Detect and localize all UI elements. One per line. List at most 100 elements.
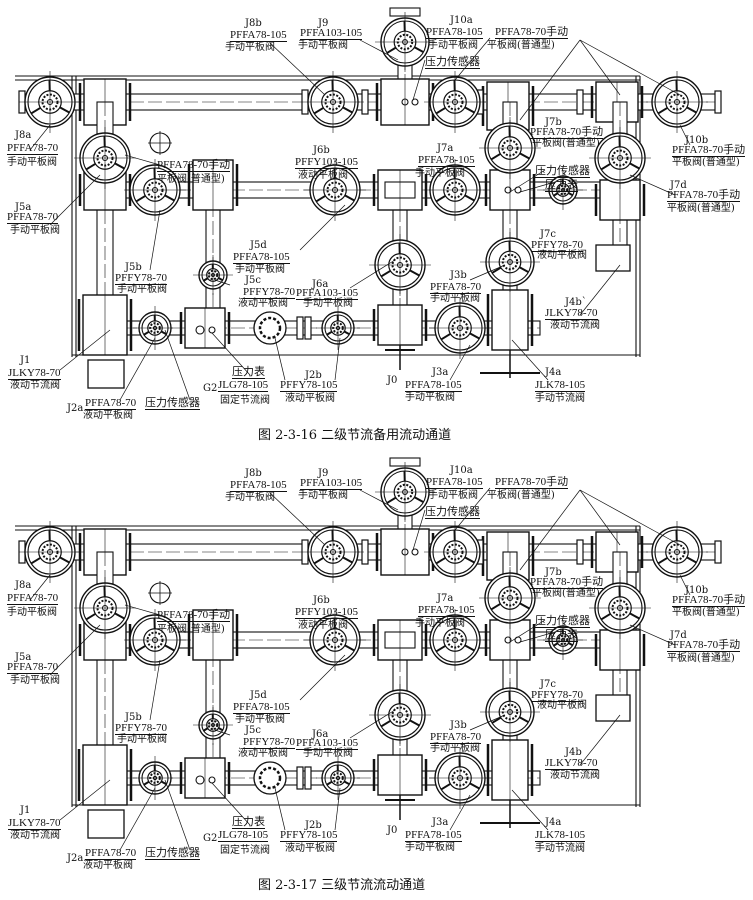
callout-label: J2a xyxy=(67,403,84,414)
callout-label: J0 xyxy=(387,375,398,386)
callout-label: PFFA78-70手动 xyxy=(672,594,746,607)
leader-line xyxy=(119,337,156,401)
flange xyxy=(304,766,312,790)
valve-j8a-spoke xyxy=(30,556,42,565)
callout-label: JLG78-105 xyxy=(218,379,269,392)
callout-label: 手动平板阀 xyxy=(428,490,478,501)
callout-label: 手动平板阀 xyxy=(405,392,455,403)
callout-label: 液动节流阀 xyxy=(550,320,600,331)
callout-label: J3a xyxy=(432,367,449,378)
leader-line xyxy=(679,124,691,146)
callout-label: 手动平板阀 xyxy=(298,490,348,501)
valve-j10b-spoke xyxy=(657,106,669,115)
callout-label: 手动平板阀 xyxy=(430,293,480,304)
callout-label: J4a xyxy=(545,817,562,828)
callout-label: 手动平板阀 xyxy=(235,264,285,275)
pressure-gauge-port xyxy=(195,325,205,335)
leader-line xyxy=(359,489,399,511)
leader-line xyxy=(59,329,111,371)
valve-j8a-spoke xyxy=(30,106,42,115)
callout-label: 压力传感器 xyxy=(425,506,480,519)
leader-line xyxy=(509,619,546,643)
valve-j7d-spoke xyxy=(628,161,640,170)
callout-label: 手动平板阀 xyxy=(10,675,60,686)
leader-line xyxy=(49,624,101,676)
callout-label: JLKY78-70 xyxy=(545,307,598,320)
valve-j10b-spoke xyxy=(685,555,697,564)
callout-label: 平板阀(普通型) xyxy=(667,203,735,214)
valve-j3a-spoke xyxy=(468,331,480,340)
callout-label: J10b xyxy=(685,585,709,596)
leader-line xyxy=(214,279,231,286)
callout-label: J8b xyxy=(245,18,262,29)
callout-label: 手动节流阀 xyxy=(535,843,585,854)
valve-j9-spoke xyxy=(412,45,424,53)
callout-label: PFFA78-70手动 xyxy=(667,189,741,202)
pressure-sensor-port xyxy=(411,98,419,106)
callout-label: PFFA78-105 xyxy=(405,829,462,842)
callout-label: PFFA78-70手动 xyxy=(672,144,746,157)
valve-j5a-spoke xyxy=(113,611,125,620)
callout-label: PFFA78-70 xyxy=(430,281,482,294)
valve-j8b-spoke xyxy=(341,105,353,114)
callout-label: PFFA78-105 xyxy=(230,29,287,42)
callout-label: 手动平板阀 xyxy=(430,743,480,754)
valve-j3b-spoke xyxy=(517,265,529,273)
leader-line xyxy=(579,39,681,96)
valve-j9-spoke xyxy=(386,46,398,54)
leader-line xyxy=(519,631,556,643)
leader-line xyxy=(579,714,621,766)
leader-line xyxy=(149,659,161,721)
valve-j5a-spoke xyxy=(85,612,97,621)
callout-label: PFFY78-70 xyxy=(115,272,167,285)
callout-label: J1 xyxy=(20,355,31,366)
callout-label: 手动平板阀 xyxy=(7,157,57,168)
valve-j10a-spoke xyxy=(435,106,447,115)
fixed-choke-bolts xyxy=(258,316,282,340)
callout-label: 压力传感器 xyxy=(145,847,200,860)
callout-label: J6b xyxy=(313,145,330,156)
callout-label: 液动节流阀 xyxy=(10,830,60,841)
actuator-j1 xyxy=(87,359,125,389)
valve-j7a-spoke xyxy=(463,193,475,202)
callout-label: J5a xyxy=(15,652,32,663)
callout-label: PFFA78-70手动 xyxy=(495,476,569,489)
callout-label: J7d xyxy=(670,630,687,641)
valve-j3b-spoke xyxy=(517,715,529,723)
valve-j5b-spoke xyxy=(163,643,175,652)
callout-label: 压力传感器 xyxy=(425,56,480,69)
callout-label: PFFY78-105 xyxy=(280,829,338,842)
callout-label: PFFA103-105 xyxy=(300,27,363,40)
callout-label: J7d xyxy=(670,180,687,191)
leader-line xyxy=(359,39,399,61)
valve-j5a-spoke xyxy=(85,162,97,171)
callout-label: J9 xyxy=(318,18,329,29)
callout-label: PFFA78-70 xyxy=(7,592,59,605)
callout-label: 液动平板阀 xyxy=(83,410,133,421)
leader-line xyxy=(29,124,51,151)
valve-j6b-spoke xyxy=(343,643,355,652)
callout-label: J7c xyxy=(540,679,556,690)
callout-label: 固定节流阀 xyxy=(220,845,270,856)
leader-line xyxy=(164,779,191,851)
valve-j7b-spoke xyxy=(490,152,502,161)
callout-label: 压力传感器 xyxy=(535,165,590,178)
flange xyxy=(576,89,584,115)
valve-j10b-spoke xyxy=(685,105,697,114)
callout-label: PFFA78-70 xyxy=(85,847,137,860)
callout-label: 压力表 xyxy=(232,816,265,829)
callout-label: PFFA78-105 xyxy=(230,479,287,492)
leader-line xyxy=(519,489,581,571)
callout-label: G2 xyxy=(203,833,218,844)
actuator-j4b xyxy=(595,244,631,272)
callout-label: PFFA78-70 xyxy=(85,397,137,410)
leader-line xyxy=(149,209,161,271)
flange xyxy=(714,90,722,114)
callout-label: J5d xyxy=(250,240,267,251)
callout-label: PFFA78-70 xyxy=(7,661,59,674)
leader-line xyxy=(469,264,506,281)
callout-label: PFFA103-105 xyxy=(300,477,363,490)
callout-label: 压力表 xyxy=(232,366,265,379)
callout-label: PFFA78-105 xyxy=(233,251,290,264)
callout-label: 手动平板阀 xyxy=(298,40,348,51)
